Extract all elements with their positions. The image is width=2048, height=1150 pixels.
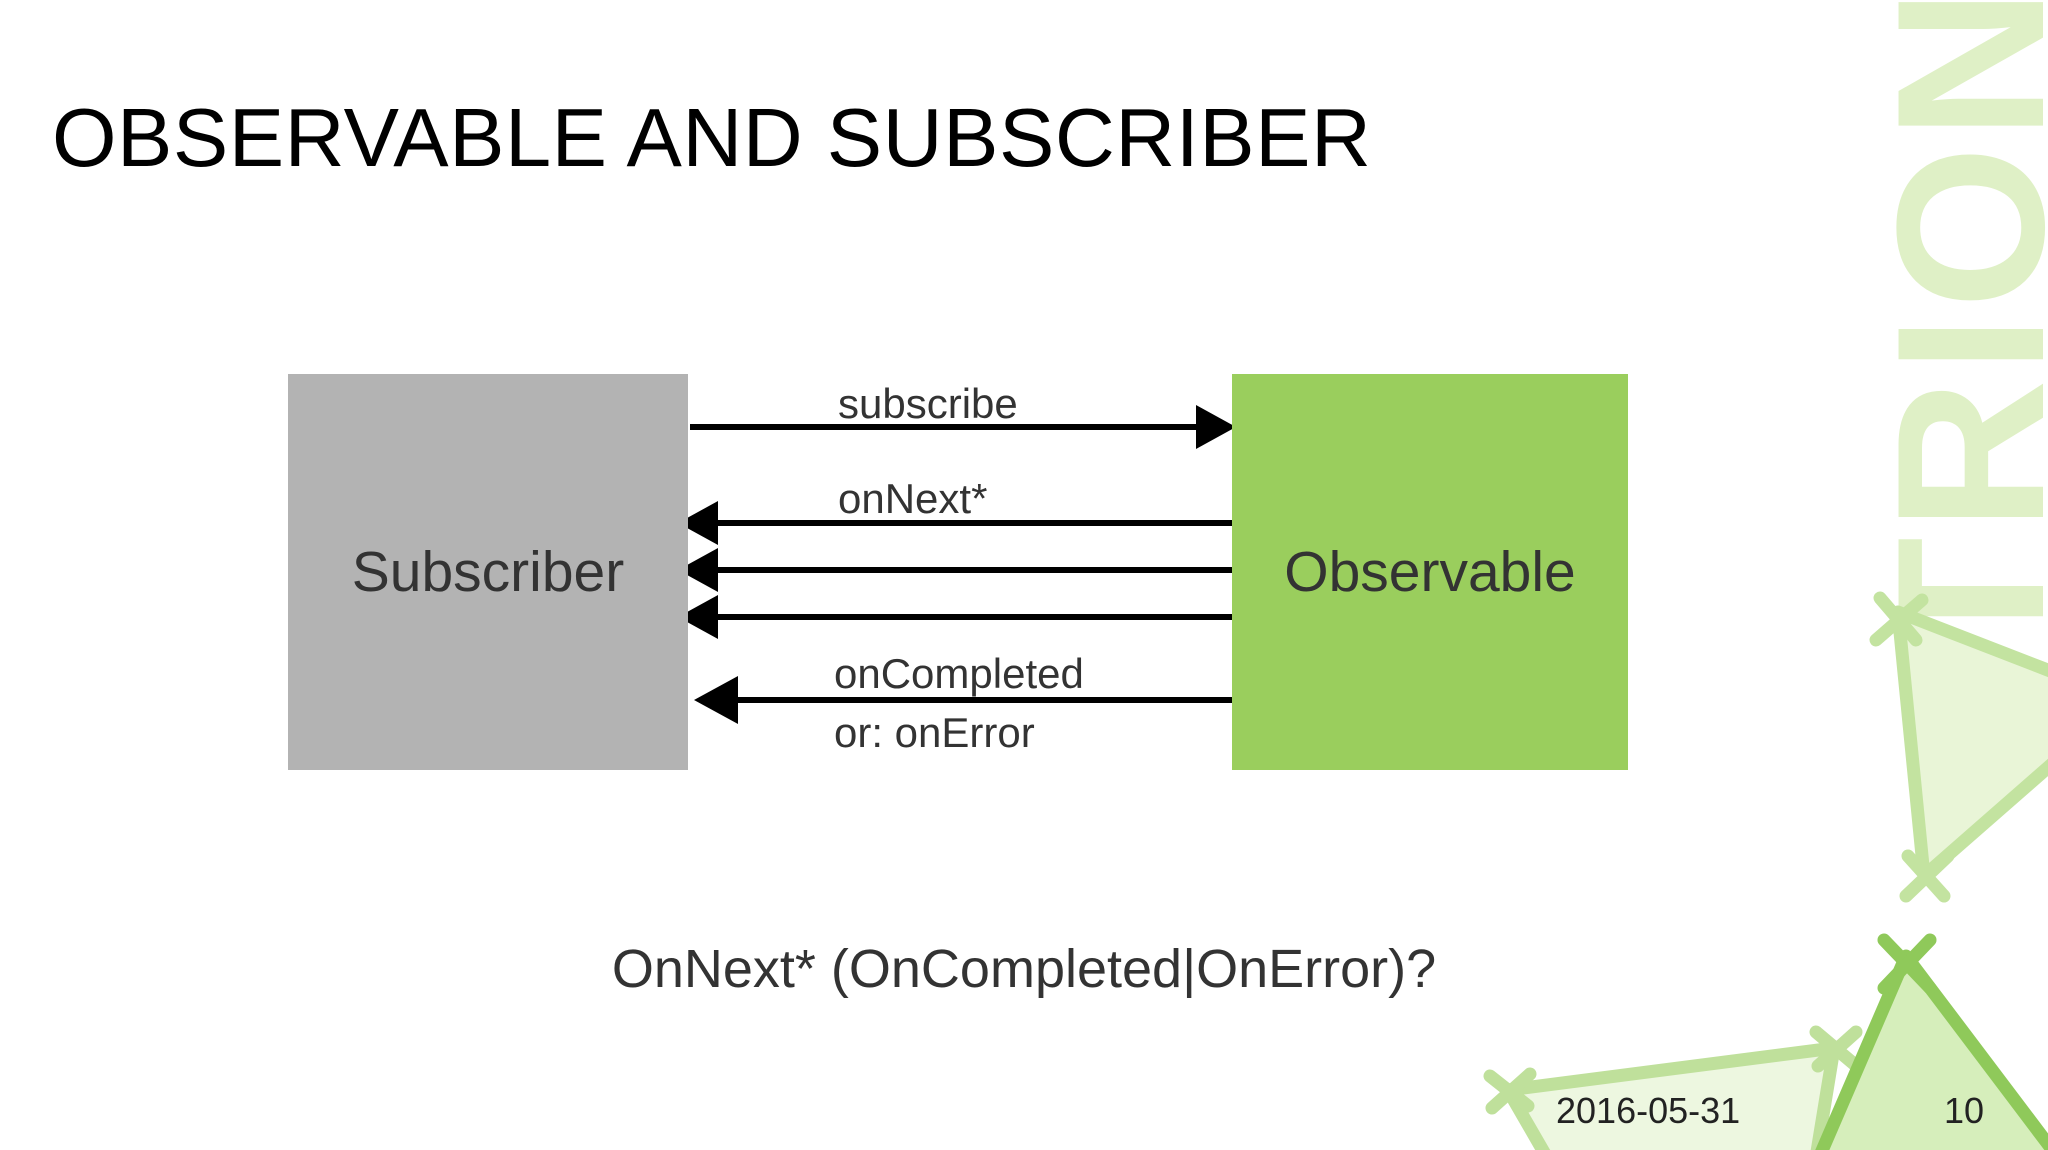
label-oncompleted: onCompleted — [834, 650, 1084, 697]
node-observable-label: Observable — [1284, 540, 1576, 604]
footer-page-number: 10 — [1944, 1090, 1985, 1131]
arrow-onnext-1 — [678, 501, 1232, 545]
arrow-onnext-3 — [678, 595, 1232, 639]
node-observable: Observable — [1232, 374, 1628, 770]
label-subscribe: subscribe — [838, 380, 1018, 427]
label-onnext: onNext* — [838, 475, 988, 522]
label-onerror: or: onError — [834, 709, 1035, 756]
arrow-oncompleted — [694, 676, 1232, 724]
node-subscriber-label: Subscriber — [351, 540, 625, 604]
arrow-onnext-2 — [678, 548, 1232, 592]
slide-title: OBSERVABLE AND SUBSCRIBER — [52, 90, 1372, 184]
footer-date: 2016-05-31 — [1556, 1090, 1741, 1131]
slide-caption: OnNext* (OnCompleted|OnError)? — [611, 939, 1437, 999]
arrow-subscribe — [690, 405, 1236, 449]
node-subscriber: Subscriber — [288, 374, 688, 770]
